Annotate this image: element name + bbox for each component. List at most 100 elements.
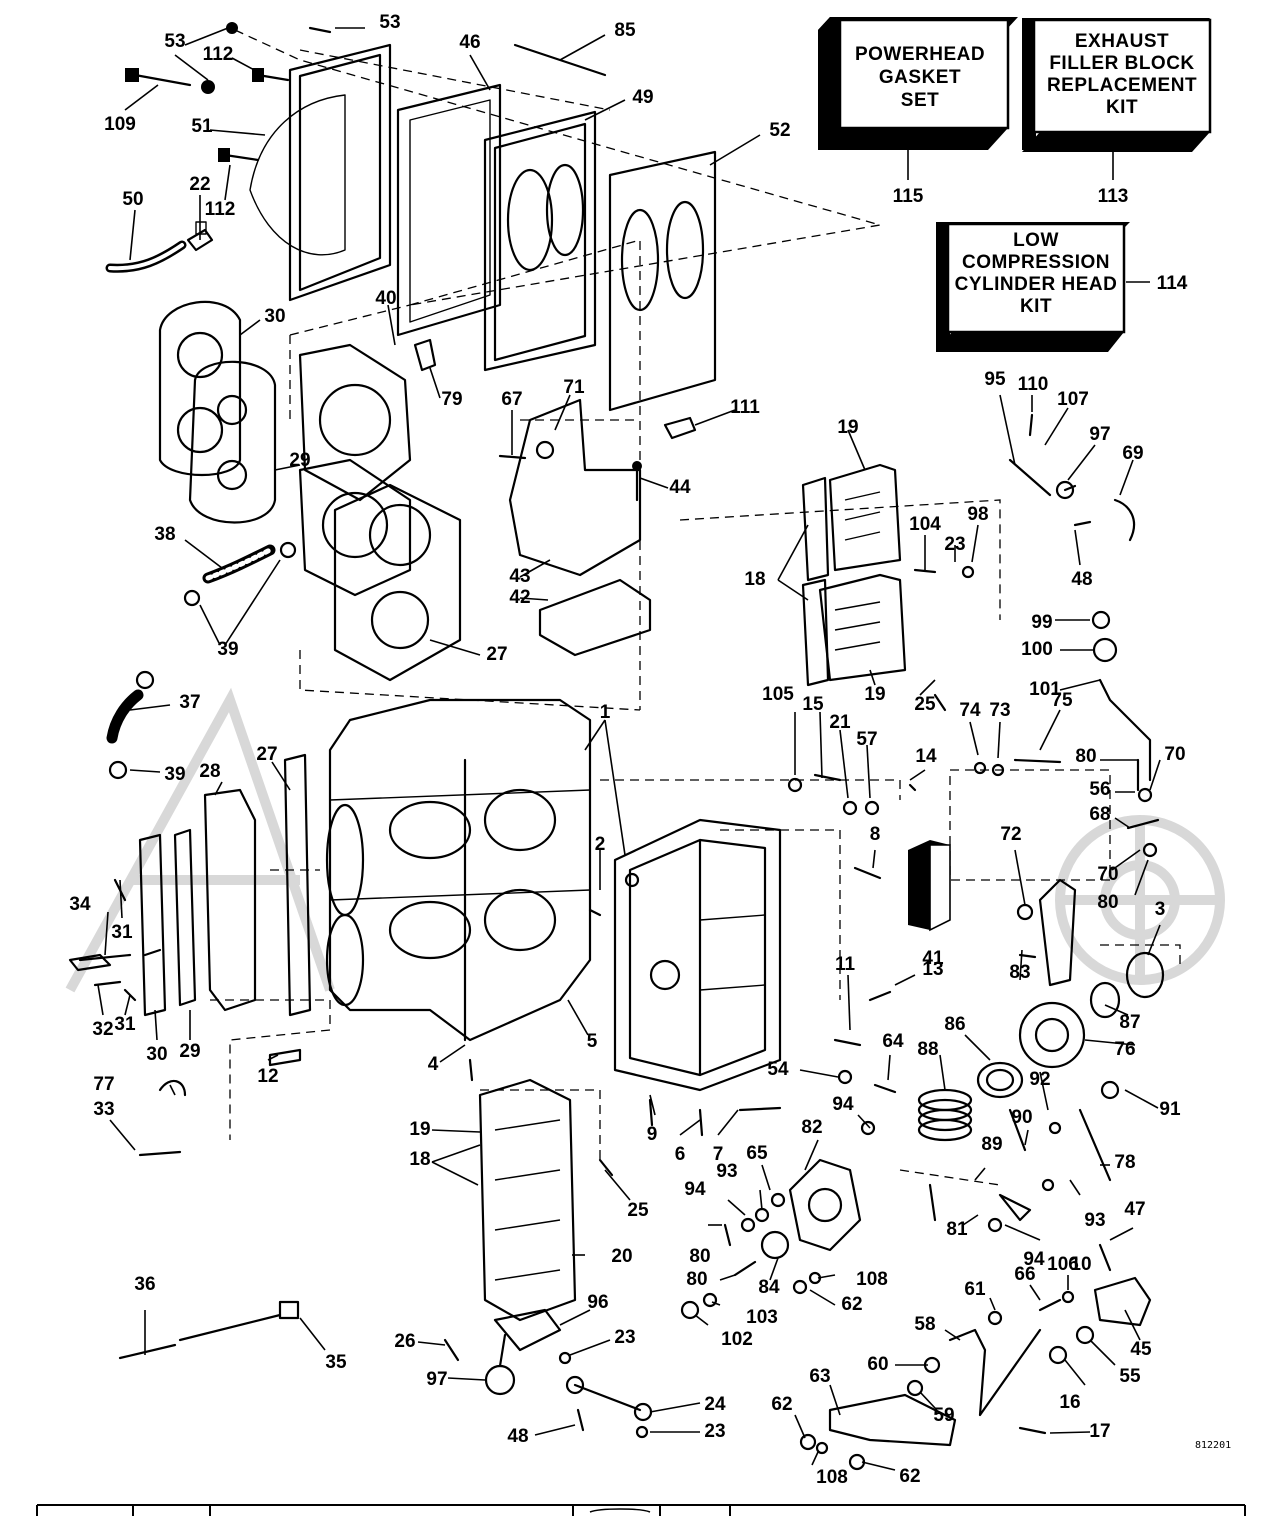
callout-label: 17 — [1089, 1421, 1110, 1442]
kit-box-line: KIT — [1106, 97, 1138, 118]
callout-label: 55 — [1119, 1366, 1141, 1387]
callout-label: 31 — [114, 1014, 136, 1035]
callout-label: 23 — [704, 1421, 725, 1442]
mounting-bracket — [508, 398, 642, 577]
callout-label: 27 — [486, 644, 507, 665]
callout-label: 79 — [441, 389, 462, 410]
cylinder-head-gasket — [333, 483, 462, 682]
callout-label: 73 — [989, 700, 1010, 721]
callout-label: 18 — [409, 1149, 430, 1170]
callout-label: 54 — [767, 1059, 789, 1080]
callout-label: 29 — [289, 450, 310, 471]
callout-label: 58 — [914, 1314, 935, 1335]
callout-label: 19 — [864, 684, 885, 705]
callout-label: 113 — [1098, 186, 1129, 207]
bolt — [201, 80, 215, 94]
callout-label: 32 — [92, 1019, 113, 1040]
callout-label: 33 — [93, 1099, 114, 1120]
callout-label: 2 — [595, 834, 606, 855]
callout-label: 69 — [1122, 443, 1143, 464]
crankcase-cylinder-block — [325, 698, 592, 1042]
callout-label: 22 — [189, 174, 210, 195]
callout-label: 84 — [758, 1277, 780, 1298]
bolt — [125, 68, 192, 87]
cam-disc — [1125, 951, 1165, 999]
kit-box-line: SET — [901, 90, 939, 111]
callout-label: 111 — [730, 397, 760, 418]
callout-label: 68 — [1089, 804, 1110, 825]
exhaust-cover-plate — [249, 43, 392, 302]
callout-label: 92 — [1029, 1069, 1050, 1090]
callout-label: 15 — [802, 694, 824, 715]
exhaust-inner-plate — [483, 110, 597, 372]
bolt — [308, 26, 332, 34]
callout-label: 108 — [856, 1269, 888, 1290]
low-compression-cylinder-head-kit-box: LOW COMPRESSION CYLINDER HEAD KIT 114 — [936, 222, 1188, 352]
callout-label: 49 — [632, 87, 653, 108]
callout-label: 70 — [1097, 864, 1118, 885]
callout-label: 115 — [893, 186, 924, 207]
callout-label: 42 — [509, 587, 530, 608]
throttle-lever — [948, 1328, 1042, 1417]
callout-label: 13 — [922, 959, 943, 980]
callout-label: 53 — [164, 31, 185, 52]
gasket — [538, 578, 652, 657]
callout-label: 74 — [959, 700, 981, 721]
small-parts — [78, 413, 1160, 1471]
callout-label: 36 — [134, 1274, 155, 1295]
exhaust-plate-gasket — [608, 150, 717, 412]
bolt — [218, 148, 260, 162]
bolt — [226, 22, 238, 34]
shift-lever-housing — [1093, 1276, 1152, 1327]
spring — [917, 1088, 973, 1142]
hose — [202, 544, 276, 584]
cylinder-head-cover — [158, 300, 242, 476]
callout-label: 19 — [837, 417, 858, 438]
callout-label: 1 — [600, 702, 611, 723]
callout-label: 51 — [191, 116, 213, 137]
callout-label: 3 — [1155, 899, 1166, 920]
callout-label: 71 — [563, 377, 585, 398]
callout-label: 67 — [501, 389, 522, 410]
bolt — [632, 461, 642, 502]
callout-label: 104 — [909, 514, 941, 535]
callout-label: 66 — [1014, 1264, 1035, 1285]
callout-label: 83 — [1009, 962, 1030, 983]
callout-label: 61 — [964, 1279, 986, 1300]
reed-gasket — [801, 476, 830, 687]
callout-label: 38 — [154, 524, 175, 545]
callout-label: 65 — [746, 1143, 768, 1164]
callout-label: 64 — [882, 1031, 904, 1052]
callout-label: 26 — [394, 1331, 415, 1352]
callout-label: 44 — [669, 477, 691, 498]
callout-label: 80 — [1075, 746, 1096, 767]
callout-label: 103 — [746, 1307, 778, 1328]
callout-label: 80 — [689, 1246, 710, 1267]
pin — [443, 1338, 460, 1362]
drawing-reference: 812201 — [1195, 1440, 1231, 1451]
callout-label: 80 — [1097, 892, 1118, 913]
kit-box-line: GASKET — [879, 67, 961, 88]
callout-label: 23 — [614, 1327, 635, 1348]
reed-valve-assembly — [818, 573, 907, 682]
callout-label: 94 — [684, 1179, 706, 1200]
callout-label: 47 — [1124, 1199, 1145, 1220]
callout-label: 62 — [899, 1466, 920, 1487]
cylinder-head-gasket — [188, 360, 277, 524]
callout-label: 96 — [587, 1292, 608, 1313]
callout-label: 90 — [1011, 1107, 1032, 1128]
callout-label: 97 — [426, 1369, 447, 1390]
callout-label: 85 — [614, 20, 636, 41]
callout-label: 59 — [933, 1405, 954, 1426]
kit-box-line: POWERHEAD — [855, 44, 985, 65]
callout-label: 86 — [944, 1014, 965, 1035]
assembly-guide-lines — [210, 29, 1181, 1186]
exhaust-gasket — [396, 83, 502, 337]
hose-clamp — [279, 541, 297, 559]
callout-label: 57 — [856, 729, 877, 750]
callout-label: 78 — [1114, 1152, 1135, 1173]
cylinder-head — [298, 343, 412, 597]
bypass-cover — [908, 840, 951, 932]
kit-box-line: CYLINDER HEAD — [955, 274, 1118, 295]
